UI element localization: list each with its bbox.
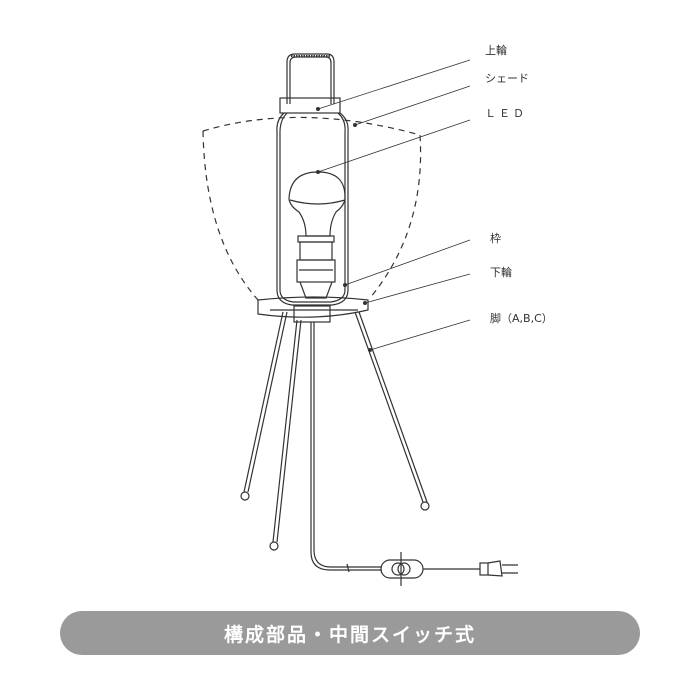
title-banner: 構成部品・中間スイッチ式 [60,611,640,655]
label-led: ＬＥＤ [485,107,527,120]
led-bulb [288,171,346,299]
inline-switch [380,559,424,579]
shade-outline [202,116,422,301]
label-upper-ring: 上輪 [485,44,507,57]
label-frame: 枠 [490,232,501,245]
lower-ring [257,296,369,323]
upper-ring [279,97,341,114]
legs [240,311,430,551]
frame [276,112,349,306]
label-legs: 脚（A,B,C） [490,312,553,325]
label-shade: シェード [485,72,529,85]
leader-lines [317,59,471,351]
top-cap [286,53,335,104]
banner-title: 構成部品・中間スイッチ式 [223,623,476,646]
power-cord [310,322,518,586]
label-lower-ring: 下輪 [490,266,512,279]
